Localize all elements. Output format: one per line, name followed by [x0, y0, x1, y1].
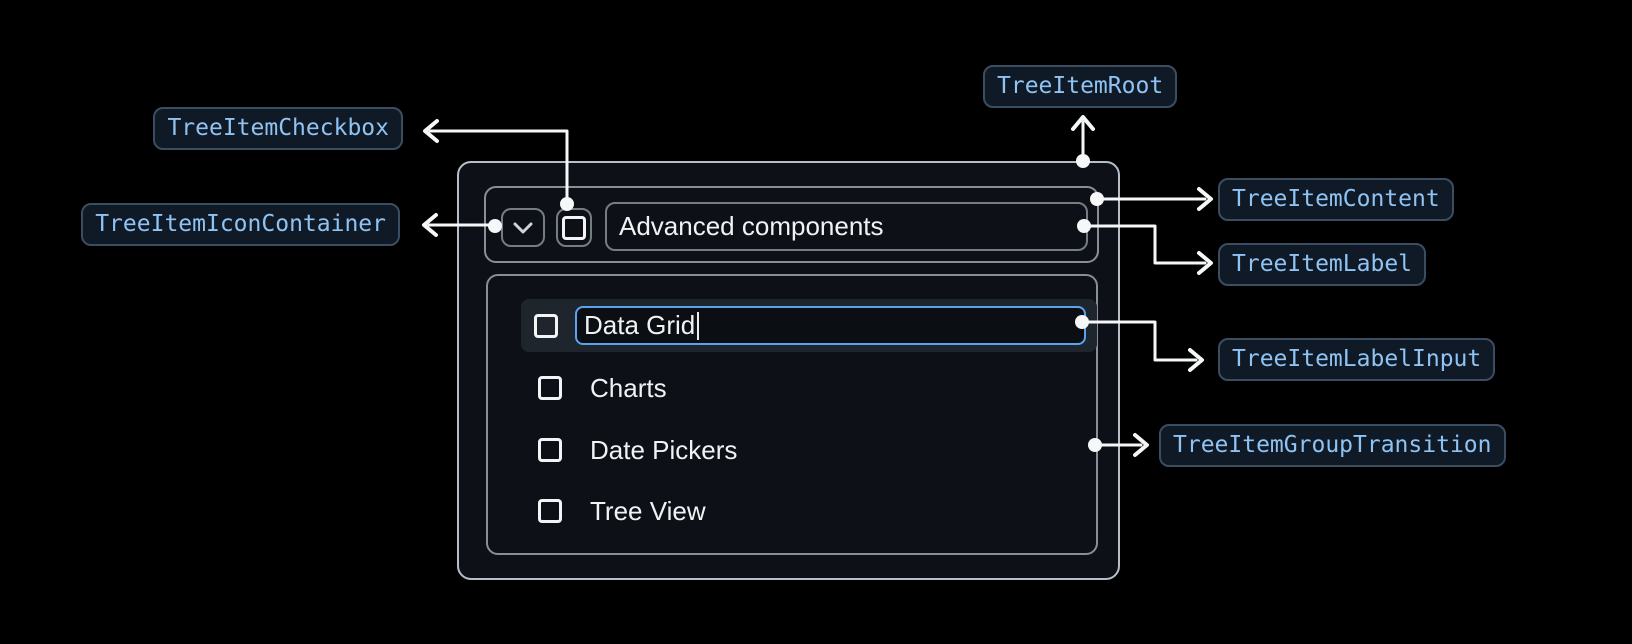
tree-item-row[interactable]: Tree View — [538, 489, 706, 533]
annotation-tree-item-label: TreeItemLabel — [1218, 243, 1427, 286]
annotation-tree-item-checkbox: TreeItemCheckbox — [153, 107, 403, 150]
tree-item-label-text: Tree View — [590, 495, 706, 526]
label-input-value: Data Grid — [584, 310, 696, 340]
checkbox-unchecked-icon[interactable] — [534, 313, 558, 338]
checkbox-unchecked-icon — [562, 215, 586, 240]
annotation-tree-item-group-transition: TreeItemGroupTransition — [1159, 424, 1506, 467]
chevron-down-icon — [513, 222, 533, 234]
annotation-tree-item-icon-container: TreeItemIconContainer — [81, 203, 400, 246]
tree-item-label-input[interactable]: Data Grid — [575, 306, 1086, 345]
tree-item-row-editing[interactable]: Data Grid — [521, 299, 1097, 352]
tree-item-content[interactable]: Advanced components — [484, 186, 1099, 263]
annotation-tree-item-label-input: TreeItemLabelInput — [1218, 338, 1496, 381]
tree-item-checkbox[interactable] — [556, 208, 592, 247]
annotation-tree-item-root: TreeItemRoot — [983, 65, 1178, 108]
tree-item-row[interactable]: Charts — [538, 366, 667, 410]
tree-item-group-transition: Data Grid Charts Date Pickers Tree View — [486, 274, 1098, 555]
text-caret — [697, 311, 700, 340]
tree-item-label: Advanced components — [605, 202, 1088, 251]
tree-item-label-text: Charts — [590, 372, 667, 403]
tree-item-label-text: Date Pickers — [590, 434, 738, 465]
checkbox-unchecked-icon[interactable] — [538, 438, 562, 462]
tree-item-icon-container[interactable] — [501, 208, 545, 247]
checkbox-unchecked-icon[interactable] — [538, 376, 562, 400]
tree-item-label-text: Advanced components — [619, 211, 884, 241]
checkbox-unchecked-icon[interactable] — [538, 499, 562, 523]
annotation-tree-item-content: TreeItemContent — [1218, 178, 1454, 221]
tree-item-root: Advanced components Data Grid Charts Dat… — [457, 161, 1120, 580]
tree-item-row[interactable]: Date Pickers — [538, 428, 737, 472]
